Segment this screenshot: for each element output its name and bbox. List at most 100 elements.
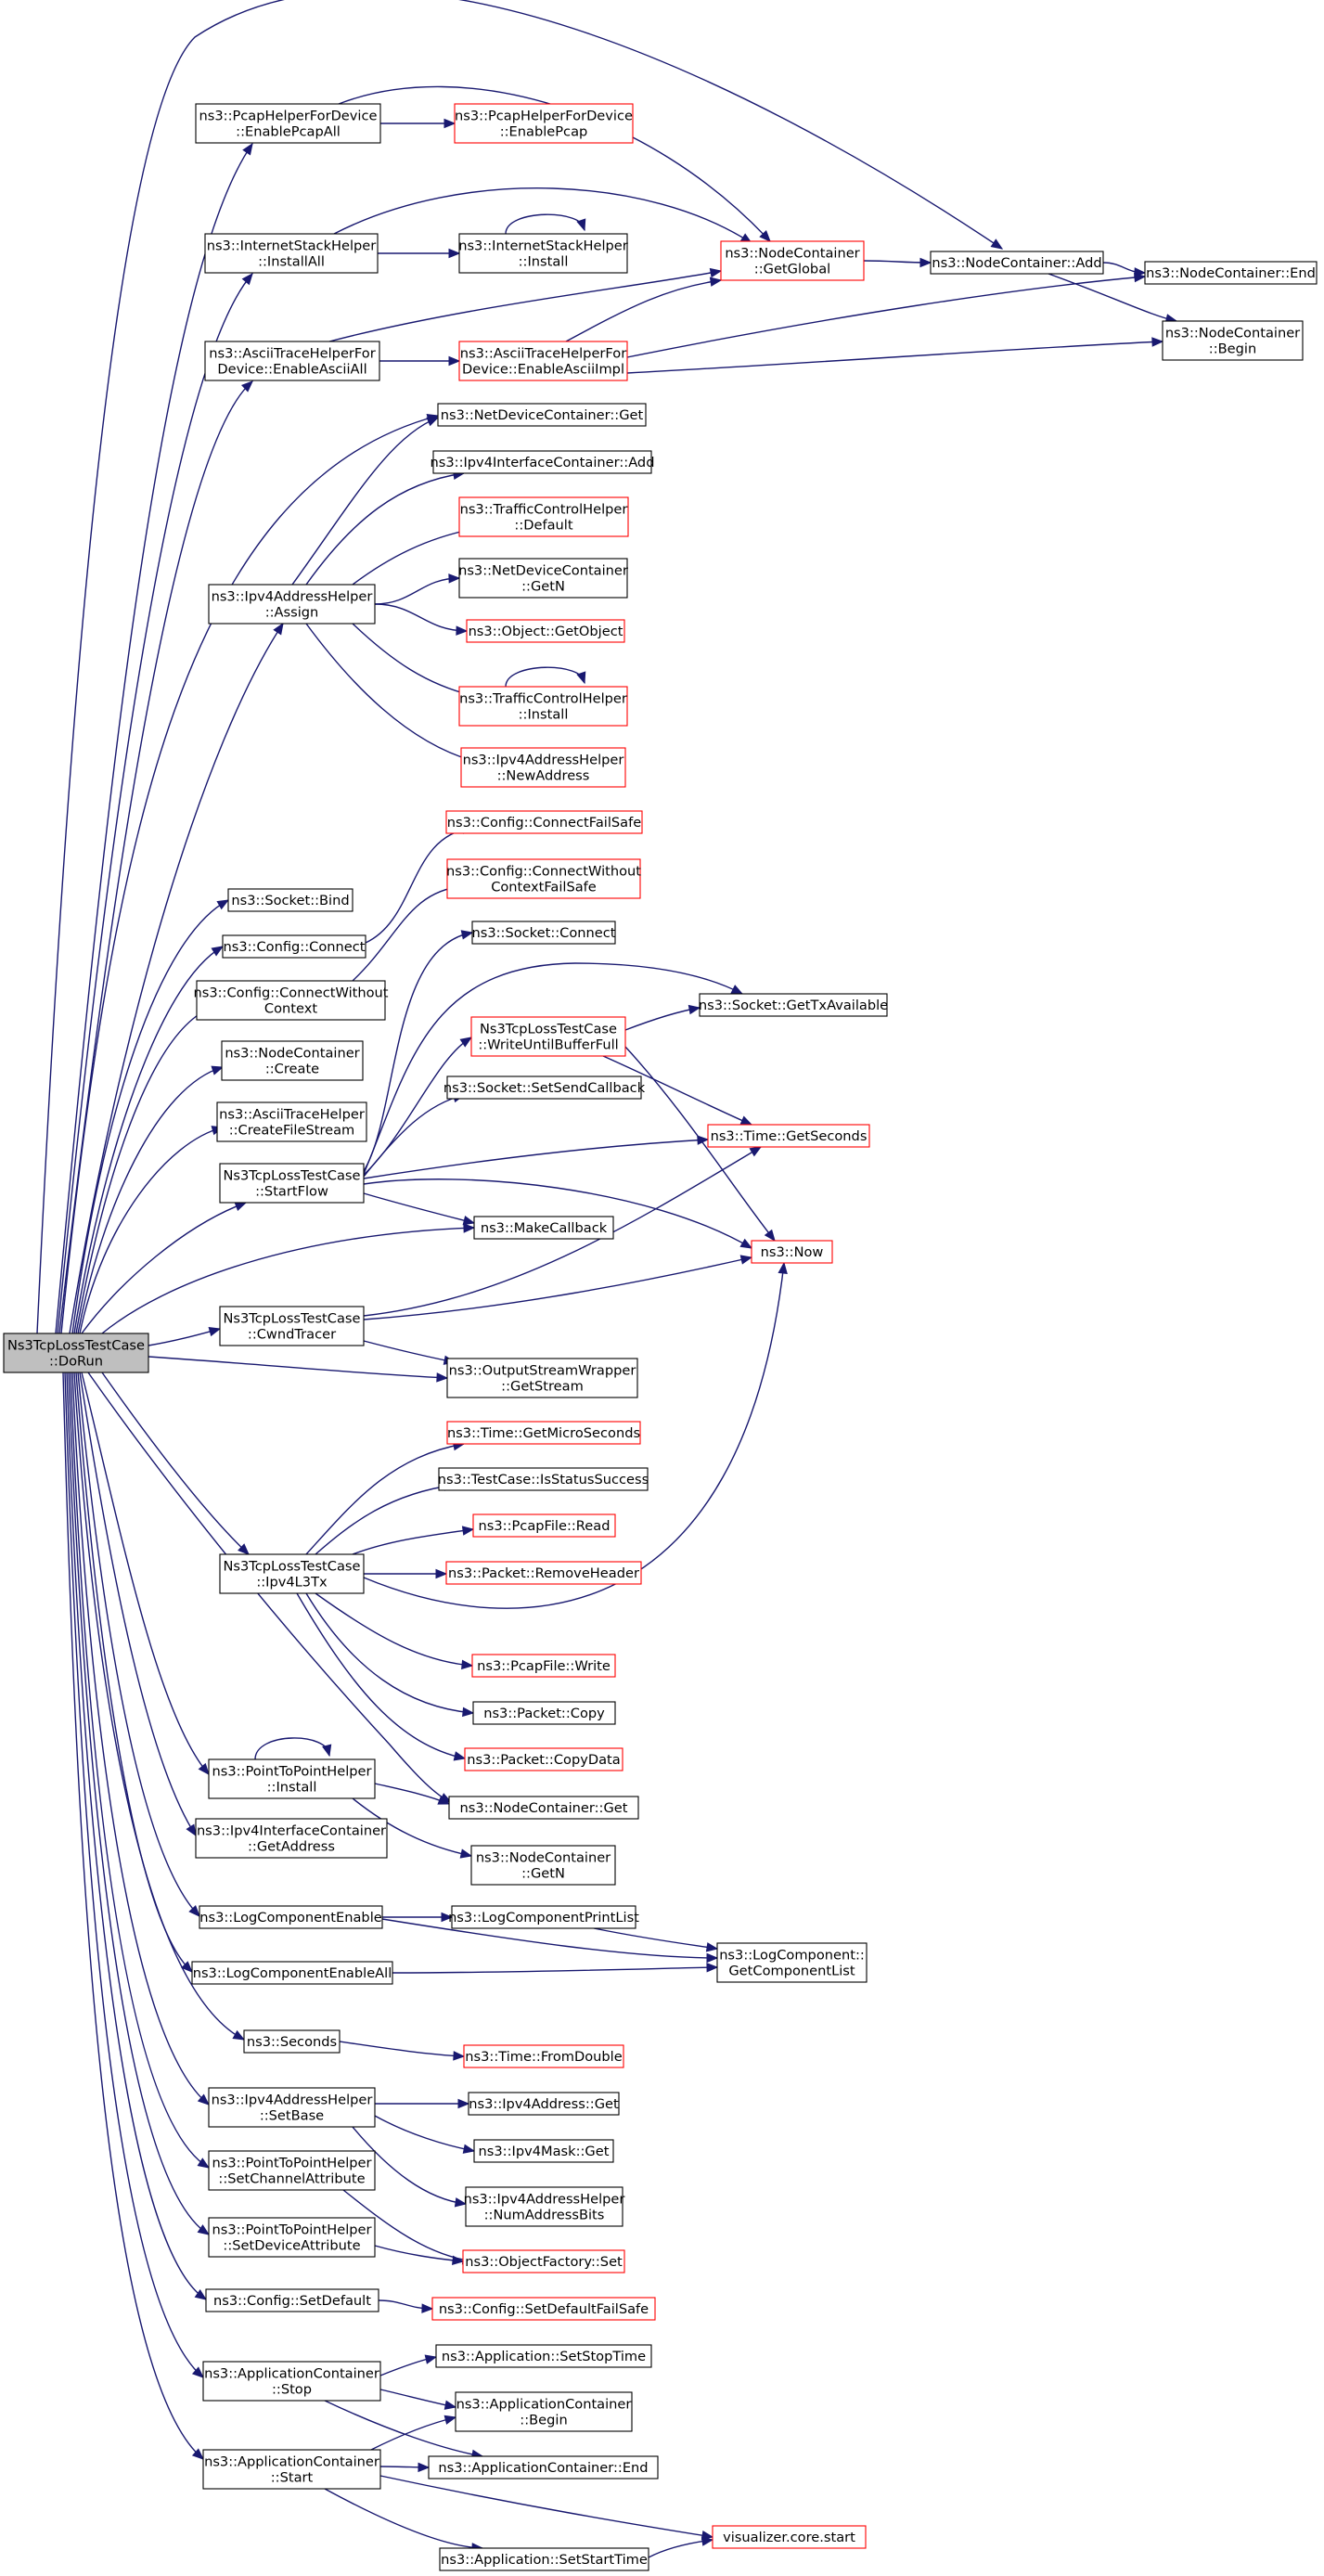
node-pcapAll[interactable]: ns3::PcapHelperForDevice::EnablePcapAll xyxy=(195,103,381,144)
node-ncBegin[interactable]: ns3::NodeContainer::Begin xyxy=(1162,320,1304,361)
node-writeUntil[interactable]: Ns3TcpLossTestCase::WriteUntilBufferFull xyxy=(470,1016,626,1057)
node-asciiAll[interactable]: ns3::AsciiTraceHelperForDevice::EnableAs… xyxy=(204,341,380,381)
node-startFlow[interactable]: Ns3TcpLossTestCase::StartFlow xyxy=(219,1163,365,1204)
node-timeMicro[interactable]: ns3::Time::GetMicroSeconds xyxy=(446,1421,641,1445)
node-logEnableAll[interactable]: ns3::LogComponentEnableAll xyxy=(191,1961,393,1985)
node-ishAll[interactable]: ns3::InternetStackHelper::InstallAll xyxy=(204,233,379,274)
node-label-line: ContextFailSafe xyxy=(491,880,597,895)
node-ndcGetN[interactable]: ns3::NetDeviceContainer::GetN xyxy=(458,558,628,599)
node-objFactSet[interactable]: ns3::ObjectFactory::Set xyxy=(462,2249,625,2273)
edge-root-to-cfgCWC xyxy=(75,1006,215,1334)
edge-line xyxy=(363,1256,752,1320)
edge-line xyxy=(77,1372,200,1917)
edge-line xyxy=(87,1372,452,1803)
edge-arrowhead xyxy=(181,1961,193,1973)
node-iicGetAddr[interactable]: ns3::Ipv4InterfaceContainer::GetAddress xyxy=(195,1818,388,1859)
node-pktCopyData[interactable]: ns3::Packet::CopyData xyxy=(464,1747,623,1771)
node-pcap[interactable]: ns3::PcapHelperForDevice::EnablePcap xyxy=(454,103,634,144)
node-ncCreate[interactable]: ns3::NodeContainer::Create xyxy=(221,1040,364,1081)
node-tcStatus[interactable]: ns3::TestCase::IsStatusSuccess xyxy=(438,1467,649,1491)
node-ipv4L3[interactable]: Ns3TcpLossTestCase::Ipv4L3Tx xyxy=(219,1553,365,1594)
edge-arrowhead xyxy=(424,2354,438,2364)
edge-root-to-p2pChan xyxy=(70,1372,211,2169)
node-seconds[interactable]: ns3::Seconds xyxy=(243,2029,341,2054)
node-cwnd[interactable]: Ns3TcpLossTestCase::CwndTracer xyxy=(219,1306,365,1346)
node-pktRemHdr[interactable]: ns3::Packet::RemoveHeader xyxy=(445,1561,642,1585)
node-cfgSetDefFS[interactable]: ns3::Config::SetDefaultFailSafe xyxy=(431,2297,656,2321)
node-box xyxy=(473,1216,614,1240)
node-objGet[interactable]: ns3::Object::GetObject xyxy=(466,619,625,643)
node-makeCb[interactable]: ns3::MakeCallback xyxy=(473,1216,614,1240)
call-edges xyxy=(36,0,1178,2558)
node-ncGet[interactable]: ns3::NodeContainer::Get xyxy=(448,1796,639,1820)
node-ncGlobal[interactable]: ns3::NodeContainer::GetGlobal xyxy=(720,240,865,281)
node-box xyxy=(428,2455,659,2479)
node-box xyxy=(458,686,628,727)
node-appStart[interactable]: ns3::ApplicationContainer::Start xyxy=(202,2449,381,2490)
node-asciiImpl[interactable]: ns3::AsciiTraceHelperForDevice::EnableAs… xyxy=(458,341,628,381)
node-label-line: ::Install xyxy=(519,707,569,723)
node-ipv4MaskGet[interactable]: ns3::Ipv4Mask::Get xyxy=(473,2139,614,2163)
node-sockSendCb[interactable]: ns3::Socket::SetSendCallback xyxy=(443,1075,646,1100)
node-label-line: Device::EnableAsciiAll xyxy=(217,362,366,378)
edge-arrowhead xyxy=(208,1326,222,1337)
node-ipv4AddrGet[interactable]: ns3::Ipv4Address::Get xyxy=(468,2092,620,2116)
node-appBegin[interactable]: ns3::ApplicationContainer::Begin xyxy=(455,2391,633,2432)
node-now[interactable]: ns3::Now xyxy=(751,1240,833,1264)
node-ncGetN[interactable]: ns3::NodeContainer::GetN xyxy=(470,1845,616,1886)
edge-arrowhead xyxy=(709,267,723,278)
edge-arrowhead xyxy=(749,1146,763,1157)
node-logEnable[interactable]: ns3::LogComponentEnable xyxy=(199,1905,383,1929)
node-ncEnd[interactable]: ns3::NodeContainer::End xyxy=(1144,261,1318,285)
node-label-line: ns3::NetDeviceContainer xyxy=(458,563,628,579)
node-appSetStart[interactable]: ns3::Application::SetStartTime xyxy=(439,2547,649,2571)
node-sockTxAvail[interactable]: ns3::Socket::GetTxAvailable xyxy=(699,993,888,1017)
node-pcapWrite[interactable]: ns3::PcapFile::Write xyxy=(471,1654,616,1678)
node-label-line: ns3::NodeContainer xyxy=(725,246,859,262)
edge-line xyxy=(305,1592,474,1714)
node-cfgConnect[interactable]: ns3::Config::Connect xyxy=(222,934,366,959)
node-ipv4SetBase[interactable]: ns3::Ipv4AddressHelper::SetBase xyxy=(208,2087,376,2128)
edge-root-to-iicGetAddr xyxy=(79,1372,197,1837)
node-logPrint[interactable]: ns3::LogComponentPrintList xyxy=(448,1905,639,1929)
node-appSetStop[interactable]: ns3::Application::SetStopTime xyxy=(435,2344,652,2368)
node-oswGet[interactable]: ns3::OutputStreamWrapper::GetStream xyxy=(446,1358,638,1398)
node-iicAdd[interactable]: ns3::Ipv4InterfaceContainer::Add xyxy=(431,450,655,474)
node-cfgSetDef[interactable]: ns3::Config::SetDefault xyxy=(205,2288,379,2312)
node-cfgCFS[interactable]: ns3::Config::ConnectFailSafe xyxy=(445,810,643,834)
node-sockBind[interactable]: ns3::Socket::Bind xyxy=(227,888,353,912)
edge-arrowhead xyxy=(197,2224,211,2235)
node-vizStart[interactable]: visualizer.core.start xyxy=(712,2525,867,2549)
node-p2pChan[interactable]: ns3::PointToPointHelper::SetChannelAttri… xyxy=(208,2150,376,2191)
node-appStop[interactable]: ns3::ApplicationContainer::Stop xyxy=(202,2361,381,2402)
node-p2pDev[interactable]: ns3::PointToPointHelper::SetDeviceAttrib… xyxy=(208,2217,376,2258)
node-box xyxy=(470,1016,626,1057)
node-numAddrBits[interactable]: ns3::Ipv4AddressHelper::NumAddressBits xyxy=(464,2186,625,2227)
node-sockConnect[interactable]: ns3::Socket::Connect xyxy=(471,921,616,945)
node-appEnd[interactable]: ns3::ApplicationContainer::End xyxy=(428,2455,659,2479)
node-athCFS[interactable]: ns3::AsciiTraceHelper::CreateFileStream xyxy=(216,1101,367,1142)
node-ipv4Assign[interactable]: ns3::Ipv4AddressHelper::Assign xyxy=(208,584,376,625)
node-label-line: ns3::Ipv4Address::Get xyxy=(469,2096,619,2112)
node-ishInst[interactable]: ns3::InternetStackHelper::Install xyxy=(458,233,628,274)
node-box xyxy=(445,1561,642,1585)
node-ndcGet[interactable]: ns3::NetDeviceContainer::Get xyxy=(437,403,647,427)
edge-root-to-cfgConnect xyxy=(73,946,225,1334)
node-box xyxy=(445,810,643,834)
node-pcapRead[interactable]: ns3::PcapFile::Read xyxy=(472,1513,616,1538)
node-pktCopy[interactable]: ns3::Packet::Copy xyxy=(472,1701,616,1725)
node-p2pInstall[interactable]: ns3::PointToPointHelper::Install xyxy=(208,1758,376,1799)
node-cfgCWCFS[interactable]: ns3::Config::ConnectWithoutContextFailSa… xyxy=(446,858,641,899)
node-tchInstall[interactable]: ns3::TrafficControlHelper::Install xyxy=(458,686,628,727)
node-ncAdd[interactable]: ns3::NodeContainer::Add xyxy=(930,251,1104,275)
node-fromDouble[interactable]: ns3::Time::FromDouble xyxy=(463,2044,624,2068)
node-tchDefault[interactable]: ns3::TrafficControlHelper::Default xyxy=(458,496,629,537)
node-box xyxy=(466,619,625,643)
edge-arrowhead xyxy=(463,1223,476,1233)
node-timeSec[interactable]: ns3::Time::GetSeconds xyxy=(707,1124,870,1148)
node-logGetList[interactable]: ns3::LogComponent::GetComponentList xyxy=(716,1942,868,1983)
edge-line xyxy=(374,2245,464,2262)
node-newAddr[interactable]: ns3::Ipv4AddressHelper::NewAddress xyxy=(460,747,626,788)
node-root[interactable]: Ns3TcpLossTestCase::DoRun xyxy=(3,1333,149,1373)
